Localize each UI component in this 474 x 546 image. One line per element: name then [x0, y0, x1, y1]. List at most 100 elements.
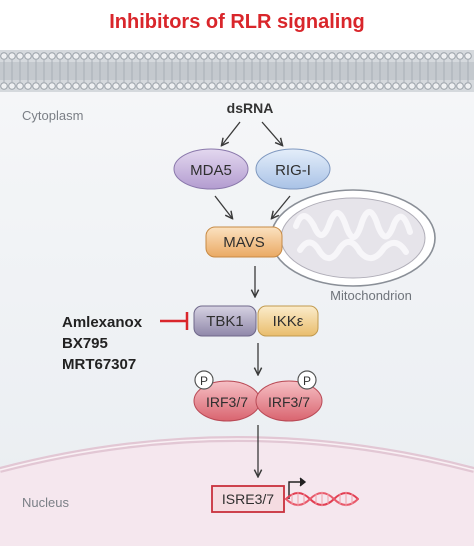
- membrane-lipid-head: [112, 52, 120, 60]
- membrane-lipid-head: [448, 52, 456, 60]
- membrane-lipid-head: [72, 82, 80, 90]
- membrane-lipid-head: [264, 82, 272, 90]
- membrane-lipid-head: [80, 82, 88, 90]
- membrane-lipid-head: [320, 52, 328, 60]
- membrane-lipid-head: [72, 52, 80, 60]
- membrane-lipid-head: [216, 82, 224, 90]
- membrane-lipid-head: [176, 52, 184, 60]
- membrane-lipid-head: [312, 52, 320, 60]
- membrane-lipid-head: [152, 52, 160, 60]
- mda5-node: [173, 148, 249, 190]
- membrane-lipid-head: [296, 52, 304, 60]
- membrane-lipid-head: [280, 82, 288, 90]
- membrane-lipid-head: [408, 52, 416, 60]
- membrane-lipid-head: [128, 82, 136, 90]
- membrane-lipid-head: [360, 52, 368, 60]
- membrane-lipid-head: [48, 52, 56, 60]
- membrane-lipid-head: [456, 52, 464, 60]
- membrane-lipid-head: [376, 52, 384, 60]
- membrane-lipid-head: [440, 82, 448, 90]
- membrane-lipid-head: [248, 82, 256, 90]
- membrane-lipid-head: [192, 52, 200, 60]
- membrane-lipid-head: [432, 82, 440, 90]
- membrane-lipid-head: [248, 52, 256, 60]
- membrane-lipid-head: [424, 82, 432, 90]
- dna-helix-icon: [285, 491, 359, 507]
- mavs-label: MAVS: [223, 234, 264, 251]
- membrane-lipid-head: [352, 82, 360, 90]
- membrane-lipid-head: [296, 82, 304, 90]
- membrane-lipid-head: [320, 82, 328, 90]
- membrane-lipid-head: [144, 52, 152, 60]
- membrane-lipid-head: [40, 52, 48, 60]
- membrane-lipid-head: [464, 82, 472, 90]
- membrane-lipid-head: [224, 52, 232, 60]
- membrane-lipid-head: [360, 82, 368, 90]
- membrane-lipid-head: [96, 82, 104, 90]
- membrane-lipid-head: [168, 52, 176, 60]
- rigi-node: [255, 148, 331, 190]
- membrane-lipid-head: [160, 52, 168, 60]
- membrane-lipid-head: [416, 82, 424, 90]
- membrane-lipid-head: [312, 82, 320, 90]
- membrane-lipid-head: [32, 52, 40, 60]
- tbk1-node: [193, 305, 257, 337]
- membrane-lipid-head: [0, 52, 8, 60]
- membrane-lipid-head: [464, 52, 472, 60]
- membrane-lipid-head: [328, 82, 336, 90]
- membrane-lipid-head: [24, 82, 32, 90]
- membrane-lipid-head: [352, 52, 360, 60]
- membrane-lipid-head: [48, 82, 56, 90]
- membrane-lipid-head: [240, 82, 248, 90]
- membrane-lipid-head: [328, 52, 336, 60]
- membrane-lipid-head: [80, 52, 88, 60]
- arrow-dsrna-mda5: [222, 121, 241, 145]
- arrow-rigi-mavs: [272, 195, 291, 218]
- membrane-lipid-head: [120, 52, 128, 60]
- phospho-right-label: P: [303, 374, 311, 388]
- irf-right-label: IRF3/7: [268, 394, 310, 410]
- membrane-lipid-head: [280, 52, 288, 60]
- membrane-lipid-head: [88, 52, 96, 60]
- pathway-arrows: [214, 121, 291, 476]
- rigi-label: RIG-I: [275, 162, 311, 179]
- membrane-lipid-head: [232, 52, 240, 60]
- membrane-lipid-head: [16, 52, 24, 60]
- ikke-node: [257, 305, 319, 337]
- membrane-lipid-head: [56, 52, 64, 60]
- membrane-lipid-head: [152, 82, 160, 90]
- irf-left-label: IRF3/7: [206, 394, 248, 410]
- membrane-lipid-head: [392, 82, 400, 90]
- inhibitor-mrt67307: MRT67307: [62, 356, 136, 373]
- irf-right-node: [255, 380, 323, 422]
- membrane-lipid-head: [104, 52, 112, 60]
- inhibition-symbol: [160, 312, 189, 330]
- membrane-lipid-head: [128, 52, 136, 60]
- ikke-label: IKKε: [273, 313, 304, 330]
- membrane-lipid-head: [88, 82, 96, 90]
- membrane-lipid-head: [240, 52, 248, 60]
- mitochondrion: [270, 189, 436, 287]
- membrane-lipid-head: [304, 52, 312, 60]
- cytoplasm-label: Cytoplasm: [22, 108, 83, 123]
- membrane-lipid-head: [208, 82, 216, 90]
- mavs-node: [205, 226, 283, 258]
- isre-label: ISRE3/7: [222, 491, 274, 507]
- dsrna-label: dsRNA: [227, 100, 274, 116]
- isre-node: [211, 485, 285, 513]
- membrane-lipid-head: [424, 52, 432, 60]
- membrane-lipid-head: [16, 82, 24, 90]
- membrane-lipid-head: [192, 82, 200, 90]
- membrane-lipid-head: [144, 82, 152, 90]
- membrane-lipid-head: [104, 82, 112, 90]
- phospho-left-label: P: [200, 374, 208, 388]
- membrane-lipid-head: [168, 82, 176, 90]
- membrane-lipid-head: [344, 82, 352, 90]
- transcription-start-icon: [288, 477, 307, 499]
- membrane-lipid-head: [272, 52, 280, 60]
- plasma-membrane: [0, 50, 474, 92]
- membrane-lipid-head: [344, 52, 352, 60]
- membrane-lipid-head: [256, 52, 264, 60]
